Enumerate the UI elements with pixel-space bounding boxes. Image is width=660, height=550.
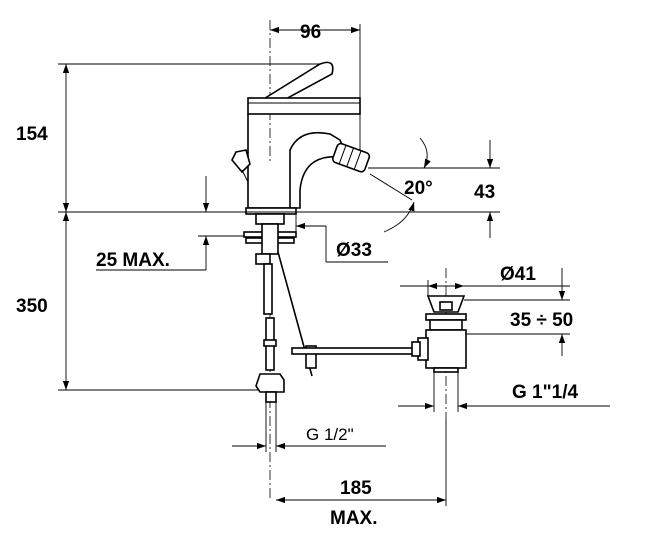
drain-thread-label: G 1"1/4 xyxy=(512,382,578,403)
dim-base-diameter xyxy=(295,212,388,263)
lever-handle xyxy=(259,61,334,101)
dim-drain-distance xyxy=(276,420,447,506)
drain-distance-label: 185 xyxy=(340,478,372,499)
spout-nozzle xyxy=(331,142,371,173)
base-flange xyxy=(245,207,297,215)
dim-drain-range xyxy=(464,268,570,356)
max-thickness-label: 25 MAX. xyxy=(96,250,170,271)
dim-vertical-left xyxy=(58,63,500,391)
drain-distance-suffix: MAX. xyxy=(330,508,378,529)
supply-hose-upper xyxy=(263,263,273,315)
body-height-label: 154 xyxy=(16,124,48,145)
spout-offset-label: 43 xyxy=(474,182,495,203)
dim-spout-angle xyxy=(368,137,500,233)
drain-diameter-label: Ø41 xyxy=(500,264,536,285)
linkage-rod xyxy=(291,347,419,355)
drain-range-label: 35 ÷ 50 xyxy=(510,310,573,331)
dim-max-thickness xyxy=(96,176,244,271)
total-height-label: 350 xyxy=(16,296,48,317)
popup-knob xyxy=(231,149,251,174)
spout-angle-label: 20° xyxy=(404,178,433,199)
dim-drain-diameter xyxy=(400,280,570,296)
dim-supply-thread xyxy=(232,402,386,452)
dim-drain-thread xyxy=(398,372,610,412)
mounting-assembly xyxy=(243,213,419,403)
faucet-body xyxy=(231,61,371,215)
base-diameter-label: Ø33 xyxy=(336,240,372,261)
supply-thread-label: G 1/2" xyxy=(306,425,354,444)
supply-nut xyxy=(255,373,285,393)
cartridge-cap xyxy=(247,97,361,115)
dim-top-width xyxy=(270,24,361,150)
top-width-label: 96 xyxy=(300,22,321,43)
mixer-body xyxy=(247,114,350,209)
drain-valve xyxy=(411,295,467,373)
